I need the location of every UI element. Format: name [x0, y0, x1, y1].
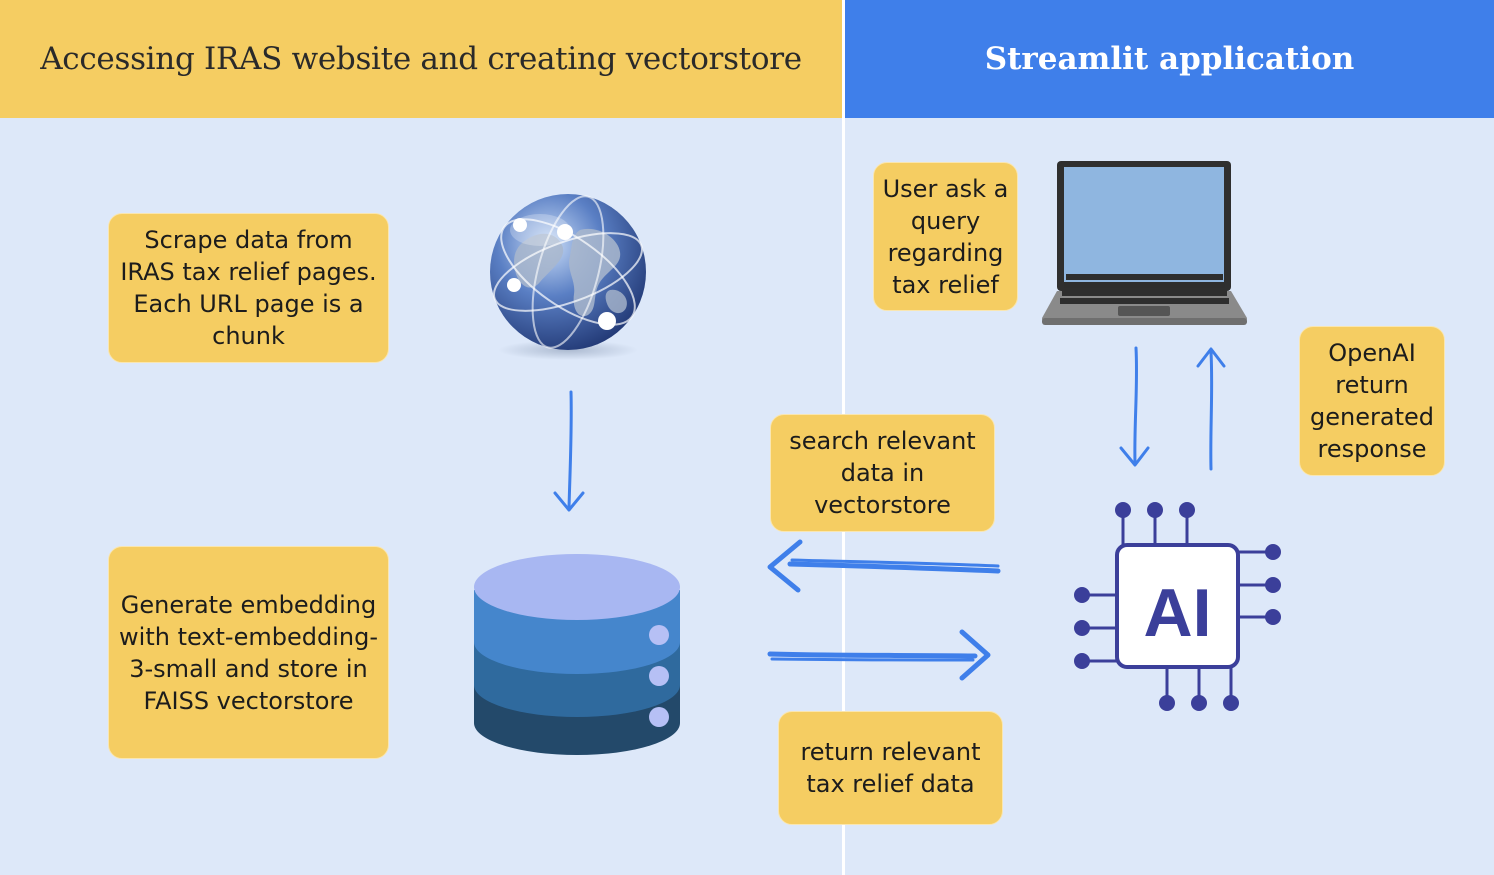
scrape-step-note: Scrape data from IRAS tax relief pages. …	[108, 213, 389, 363]
section-title-right: Streamlit application	[984, 41, 1355, 77]
arrow-laptop-to-ai	[1119, 346, 1150, 467]
arrow-scrape-to-database	[553, 390, 585, 512]
embedding-step-note: Generate embedding with text-embedding-3…	[108, 546, 389, 759]
user-query-note: User ask a query regarding tax relief	[873, 162, 1018, 311]
openai-response-note: OpenAI return generated response	[1299, 326, 1445, 476]
ai-chip-icon: AI	[1074, 502, 1281, 711]
section-header-right: Streamlit application	[845, 0, 1494, 118]
laptop-icon	[1042, 161, 1247, 325]
section-header-left: Accessing IRAS website and creating vect…	[0, 0, 842, 118]
database-icon	[474, 554, 680, 755]
ai-chip-label: AI	[1144, 575, 1212, 651]
section-title-left: Accessing IRAS website and creating vect…	[40, 41, 802, 77]
search-vectorstore-note: search relevant data in vectorstore	[770, 414, 995, 532]
arrow-ai-to-laptop	[1196, 347, 1226, 471]
globe-icon	[490, 194, 646, 360]
arrow-return-to-ai	[767, 629, 991, 681]
arrow-search-to-database	[767, 539, 1001, 593]
return-data-note: return relevant tax relief data	[778, 711, 1003, 825]
